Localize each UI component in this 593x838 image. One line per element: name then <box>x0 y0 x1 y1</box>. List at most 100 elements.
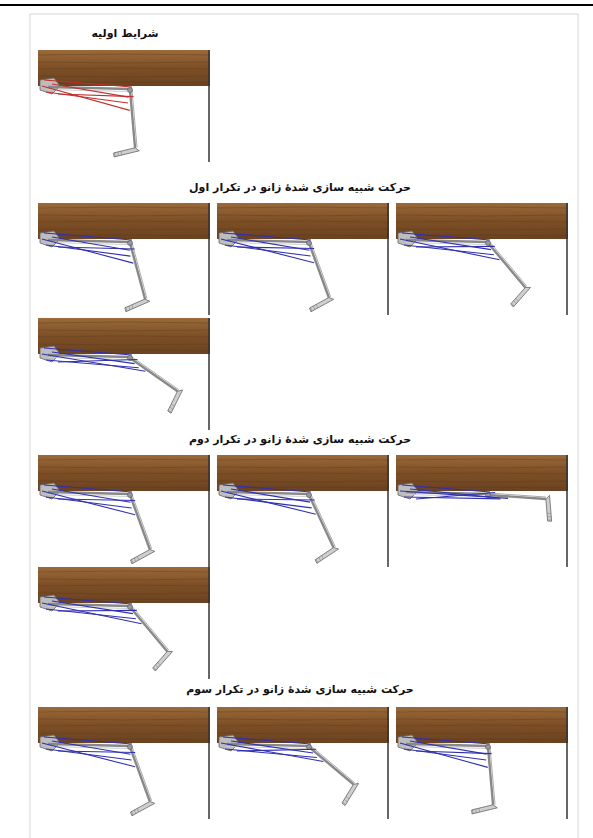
table-leg <box>208 567 210 679</box>
wood-grain <box>38 344 210 345</box>
toe-line <box>131 812 132 816</box>
wood-grain <box>396 235 568 236</box>
wood-grain <box>38 467 210 468</box>
muscle-line <box>58 610 137 612</box>
wood-grain <box>38 719 210 720</box>
muscle-line <box>58 360 137 362</box>
muscle-line <box>221 743 323 762</box>
toe-line <box>137 808 138 812</box>
simulation-panel <box>396 707 568 819</box>
knee-joint <box>307 241 312 246</box>
simulation-panel <box>217 707 389 819</box>
simulation-panel <box>217 203 389 315</box>
fibula-bone <box>311 494 336 547</box>
foot-bones <box>114 148 140 157</box>
wood-grain <box>38 725 210 726</box>
muscle-line <box>416 246 495 248</box>
table-top <box>38 707 210 743</box>
wood-grain <box>38 733 210 734</box>
toe-line <box>346 796 349 799</box>
wood-grain <box>396 719 568 720</box>
femur-bone <box>406 744 488 746</box>
wood-grain <box>38 76 210 77</box>
table-leg <box>566 203 568 315</box>
section-heading: حرکت شبیه سازی شدهٔ زانو در تکرار سوم <box>140 683 460 697</box>
wood-grain <box>396 481 568 482</box>
muscle-line <box>402 485 490 492</box>
fibula-bone <box>490 242 527 286</box>
muscle-line <box>44 80 132 87</box>
muscle-line <box>223 737 311 744</box>
table-leg <box>208 707 210 819</box>
wood-grain <box>217 215 389 216</box>
toe-line <box>134 810 135 814</box>
wood-grain <box>217 221 389 222</box>
table-top <box>396 203 568 239</box>
wood-grain <box>38 459 210 460</box>
muscle-line <box>58 94 134 97</box>
wood-grain <box>38 221 210 222</box>
wood-grain <box>38 739 210 740</box>
muscle-line <box>44 485 132 492</box>
fibula-bone <box>490 747 495 805</box>
tibia-bone <box>130 243 145 299</box>
wood-grain <box>396 733 568 734</box>
muscle-line <box>223 485 311 492</box>
table-top <box>38 567 210 603</box>
table-top <box>38 50 210 86</box>
toe-line <box>344 799 347 802</box>
foot-bones <box>546 495 552 521</box>
wood-grain <box>217 711 389 712</box>
table-leg <box>387 707 389 819</box>
tibia-bone <box>488 243 525 287</box>
wood-grain <box>38 579 210 580</box>
wood-grain <box>217 719 389 720</box>
wood-grain <box>396 221 568 222</box>
knee-joint <box>307 493 312 498</box>
muscle-line <box>404 245 494 255</box>
wood-grain <box>217 473 389 474</box>
muscle-line <box>221 491 316 514</box>
simulation-panel <box>38 707 210 819</box>
table-leg <box>208 50 210 162</box>
muscle-line <box>225 749 317 758</box>
wood-grain <box>38 322 210 323</box>
table-top <box>217 203 389 239</box>
muscle-line <box>42 239 133 263</box>
table-leg <box>208 455 210 567</box>
muscle-line <box>58 751 135 753</box>
section-heading: حرکت شبیه سازی شدهٔ زانو در تکرار دوم <box>140 433 460 447</box>
toe-line <box>170 407 173 409</box>
toe-line <box>310 308 311 312</box>
muscle-line <box>400 491 508 498</box>
femur-bone <box>406 240 488 242</box>
toe-line <box>472 810 473 814</box>
muscle-line <box>42 743 135 767</box>
wood-grain <box>217 739 389 740</box>
table-top <box>396 455 568 491</box>
fibula-bone <box>488 493 546 497</box>
muscle-line <box>42 603 142 624</box>
muscle-line <box>44 737 132 744</box>
foot-bones <box>511 287 531 307</box>
foot-bones <box>153 651 173 671</box>
muscle-line <box>400 239 500 260</box>
fibula-bone <box>132 746 152 801</box>
toe-line <box>514 301 517 304</box>
foot-bones <box>168 390 183 413</box>
tibia-bone <box>309 243 329 298</box>
fibula-bone <box>310 745 354 782</box>
femur-bone <box>48 240 130 242</box>
muscle-line <box>58 499 135 501</box>
tibia-bone <box>309 747 353 784</box>
femur-bone <box>48 87 130 89</box>
wood-grain <box>396 215 568 216</box>
simulation-panel <box>38 455 210 567</box>
foot-bones <box>472 805 498 814</box>
toe-line <box>316 304 317 308</box>
toe-line <box>547 513 551 514</box>
muscle-line <box>223 233 311 240</box>
fibula-bone <box>132 242 147 298</box>
toe-line <box>132 305 133 309</box>
